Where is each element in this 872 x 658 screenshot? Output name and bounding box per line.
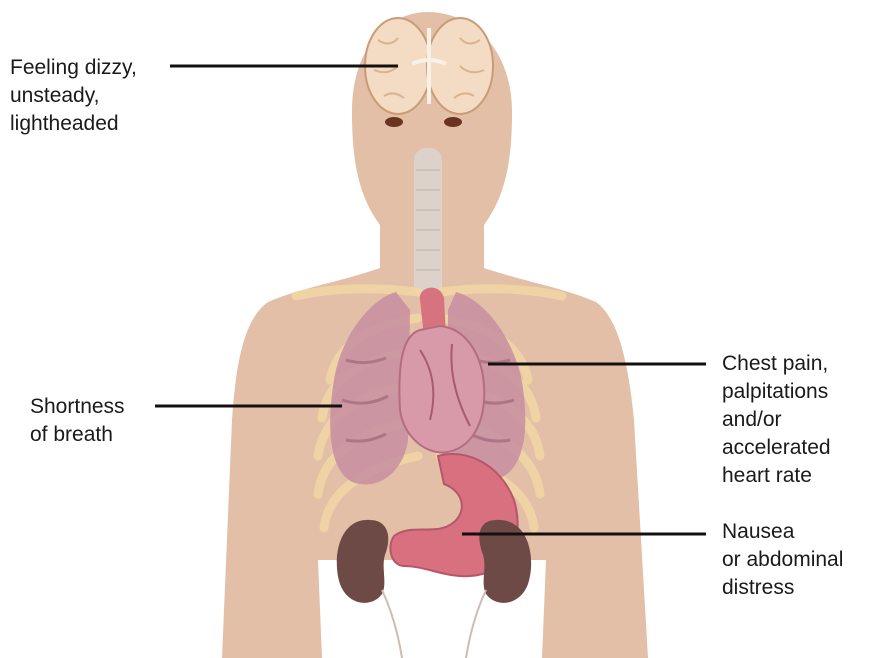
- clavicle-left: [291, 284, 423, 301]
- left-eye-icon: [385, 117, 403, 127]
- trachea-tube: [414, 148, 442, 298]
- label-line: Feeling dizzy,: [10, 56, 137, 79]
- leader-lines: [155, 64, 706, 536]
- heart-vessels: [419, 343, 471, 427]
- label-line: accelerated: [722, 436, 831, 459]
- label-feeling-dizzy: Feeling dizzy, unsteady, lightheaded: [10, 54, 137, 138]
- aorta: [419, 287, 446, 336]
- heart-shape: [398, 324, 486, 454]
- label-line: of breath: [30, 423, 113, 446]
- brain-midline: [411, 28, 447, 104]
- right-kidney: [479, 519, 532, 603]
- brain-folds: [373, 37, 485, 99]
- left-kidney: [336, 519, 389, 603]
- label-line: heart rate: [722, 464, 812, 487]
- label-line: palpitations: [722, 380, 829, 403]
- label-line: lightheaded: [10, 112, 119, 135]
- kidneys: [336, 519, 532, 658]
- label-nausea: Nausea or abdominal distress: [722, 518, 843, 602]
- trachea: [414, 148, 442, 298]
- label-shortness-of-breath: Shortness of breath: [30, 393, 125, 449]
- ureters: [381, 589, 487, 658]
- label-line: and/or: [722, 408, 782, 431]
- label-line: Shortness: [30, 395, 125, 418]
- clavicle-right: [435, 284, 567, 301]
- label-line: unsteady,: [10, 84, 100, 107]
- label-line: distress: [722, 576, 795, 599]
- right-eye-icon: [444, 117, 462, 127]
- label-line: Nausea: [722, 520, 795, 543]
- label-line: Chest pain,: [722, 352, 829, 375]
- label-line: or abdominal: [722, 548, 844, 571]
- trachea-rings: [416, 169, 440, 271]
- label-chest-pain: Chest pain, palpitations and/or accelera…: [722, 350, 831, 490]
- eyes: [385, 117, 462, 127]
- heart: [398, 324, 486, 454]
- left-lung: [330, 292, 410, 485]
